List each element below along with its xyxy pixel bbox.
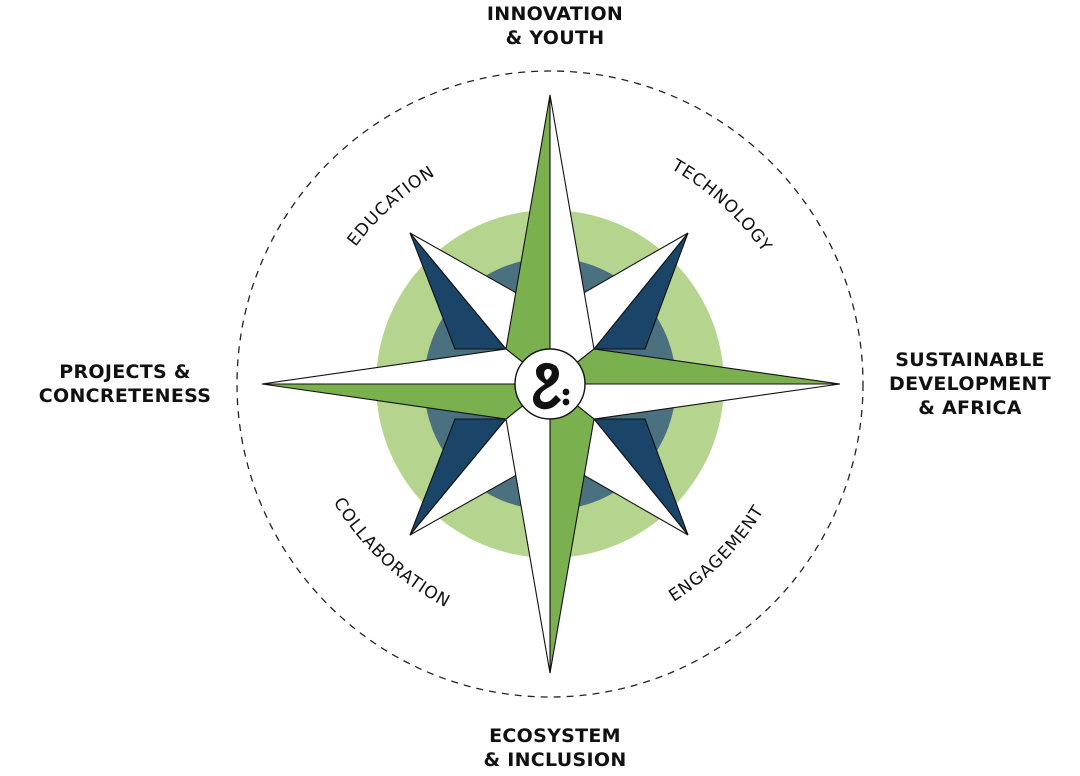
cardinal-points	[261, 94, 841, 674]
label-north: INNOVATION & YOUTH	[455, 2, 655, 50]
label-south-line-1: ECOSYSTEM	[489, 725, 621, 747]
label-west-line-2: CONCRETENESS	[38, 385, 212, 407]
ampersand-logo-icon	[533, 362, 570, 410]
diagonal-points	[409, 232, 689, 536]
label-east-line-2: DEVELOPMENT	[889, 373, 1051, 395]
label-south: ECOSYSTEM & INCLUSION	[455, 724, 655, 772]
label-west: PROJECTS & CONCRETENESS	[20, 360, 230, 408]
label-east: SUSTAINABLE DEVELOPMENT & AFRICA	[870, 348, 1070, 420]
label-north-line-2: & YOUTH	[505, 27, 605, 49]
label-east-line-3: & AFRICA	[918, 397, 1022, 419]
label-west-line-1: PROJECTS &	[59, 361, 191, 383]
label-east-line-1: SUSTAINABLE	[895, 349, 1045, 371]
label-north-line-1: INNOVATION	[486, 3, 624, 25]
outer-dashed-circle	[236, 70, 864, 698]
label-education: EDUCATION	[344, 162, 439, 250]
label-south-line-2: & INCLUSION	[483, 749, 627, 771]
